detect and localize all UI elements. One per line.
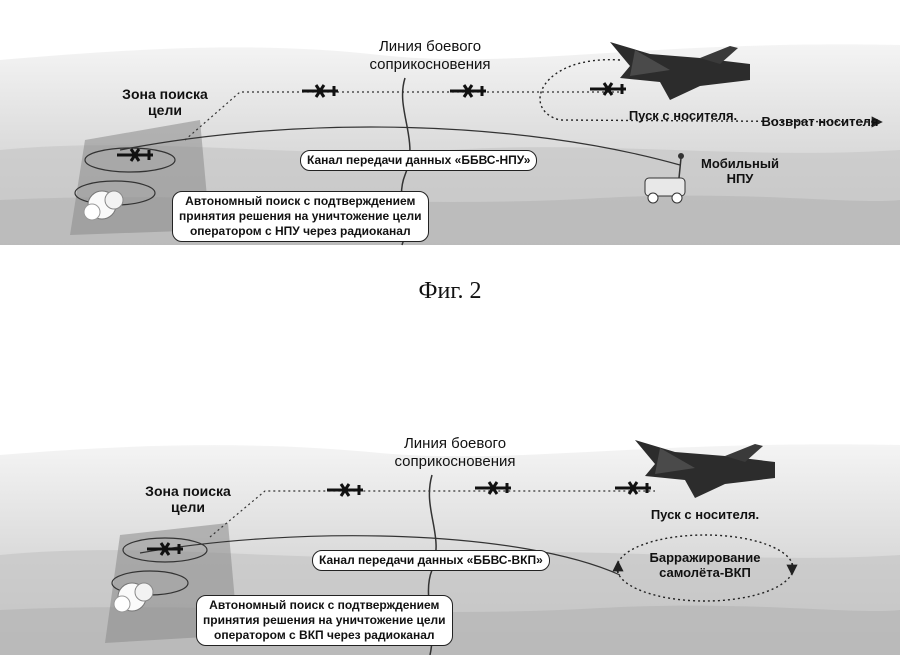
- figure-2-panel: Линия боевого соприкосновения Зона поиск…: [0, 0, 900, 250]
- autonomous-search-line1: Автономный поиск с подтверждением: [185, 194, 416, 208]
- explosion-icon: [113, 582, 154, 613]
- contact-line-label: Линия боевого соприкосновения: [375, 435, 535, 471]
- data-channel-line: [139, 535, 621, 576]
- uav-icon: [327, 483, 363, 497]
- contact-line-label-line1: Линия боевого: [378, 38, 482, 55]
- search-zone-label: Зона поиска цели: [128, 483, 248, 515]
- search-zone-label-line1: Зона поиска: [145, 483, 231, 499]
- autonomous-search-label: Автономный поиск с подтверждением принят…: [172, 191, 429, 242]
- carrier-aircraft-icon: [610, 42, 750, 100]
- search-zone-label: Зона поиска цели: [105, 86, 225, 118]
- autonomous-search-line2: принятия решения на уничтожение цели: [179, 209, 422, 223]
- carrier-aircraft-icon: [635, 440, 775, 498]
- explosion-icon: [83, 190, 124, 221]
- data-channel-label: Канал передачи данных «ББВС-ВКП»: [312, 550, 550, 571]
- launch-label: Пуск с носителя.: [650, 507, 760, 522]
- autonomous-search-label: Автономный поиск с подтверждением принят…: [196, 595, 453, 646]
- data-channel-label: Канал передачи данных «ББВС-НПУ»: [300, 150, 538, 171]
- uav-icon: [590, 82, 626, 96]
- mobile-station-label-line2: НПУ: [726, 171, 754, 186]
- search-loop: [84, 147, 176, 173]
- uav-icon: [147, 542, 183, 556]
- autonomous-search-line2: принятия решения на уничтожение цели: [203, 613, 446, 627]
- uav-icon: [117, 148, 153, 162]
- autonomous-search-line3: оператором с НПУ через радиоканал: [189, 224, 411, 238]
- uav-icon: [302, 84, 338, 98]
- mobile-station-label-line1: Мобильный: [701, 156, 779, 171]
- autonomous-search-line1: Автономный поиск с подтверждением: [209, 598, 440, 612]
- contact-line-label-line2: соприкосновения: [369, 56, 491, 73]
- carrier-return-label: Возврат носителя: [761, 114, 879, 129]
- contact-line-label-line2: соприкосновения: [394, 453, 516, 470]
- uav-icon: [615, 481, 651, 495]
- contact-line-label-line1: Линия боевого: [403, 435, 507, 452]
- carrier-return-route: [539, 59, 883, 128]
- loitering-label-line2: самолёта-ВКП: [659, 565, 751, 580]
- autonomous-search-line3: оператором с ВКП через радиоканал: [214, 628, 435, 642]
- search-zone-label-line1: Зона поиска: [122, 86, 208, 102]
- search-zone-label-line2: цели: [148, 102, 182, 118]
- mobile-ground-station-icon: [644, 153, 686, 204]
- data-channel-line: [119, 126, 681, 166]
- uav-route: [209, 490, 655, 538]
- uav-icon: [450, 84, 486, 98]
- search-zone-label-line2: цели: [171, 499, 205, 515]
- search-loop: [122, 537, 208, 563]
- uav-icon: [475, 481, 511, 495]
- figure-2-caption: Фиг. 2: [418, 278, 482, 304]
- contact-line-label: Линия боевого соприкосновения: [350, 38, 510, 74]
- figure-3-panel: Линия боевого соприкосновения Зона поиск…: [0, 425, 900, 655]
- mobile-station-label: Мобильный НПУ: [690, 156, 790, 186]
- loitering-label: Барражирование самолёта-ВКП: [640, 550, 770, 580]
- launch-label: Пуск с носителя.: [628, 108, 738, 123]
- uav-route: [184, 91, 620, 141]
- loitering-label-line1: Барражирование: [649, 550, 761, 565]
